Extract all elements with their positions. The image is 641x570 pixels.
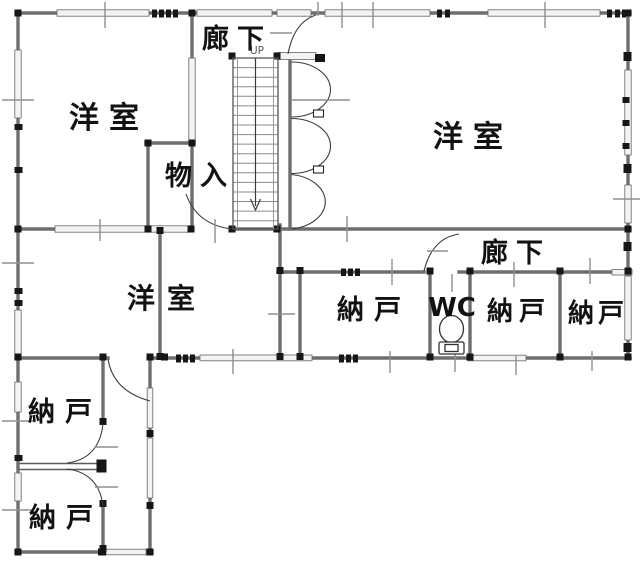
room-label-storage-row-left: 納戸: [337, 294, 411, 326]
room-label-hallway-top: 廊下: [202, 23, 272, 55]
room-label-storage-ext-upper: 納戸: [28, 396, 102, 428]
walls-layer: [14, 9, 633, 556]
room-label-storage-ext-lower: 納戸: [29, 502, 103, 534]
room-label-hallway-right: 廊下: [481, 237, 551, 269]
dimension-ticks: [2, 2, 640, 511]
door-arcs-layer: [66, 14, 460, 507]
room-label-storage-row-middle: 納戸: [487, 296, 551, 327]
room-label-toilet: WC: [428, 293, 476, 323]
room-label-western-room-top-right: 洋室: [433, 120, 513, 155]
room-label-storage-row-right: 納戸: [568, 298, 628, 329]
room-label-western-room-top-left: 洋室: [69, 101, 149, 136]
staircase: UP: [232, 45, 279, 230]
room-label-western-room-middle: 洋室: [127, 282, 207, 315]
stairs-direction-arrow: [249, 58, 262, 212]
stairs-up-label: UP: [250, 45, 264, 57]
room-label-closet: 物入: [165, 161, 235, 192]
toilet-icon: [438, 314, 465, 355]
room-labels: 洋室 廊下 洋室 物入 洋室 廊下 納戸 WC 納戸 納戸 納戸 納戸: [28, 23, 628, 534]
